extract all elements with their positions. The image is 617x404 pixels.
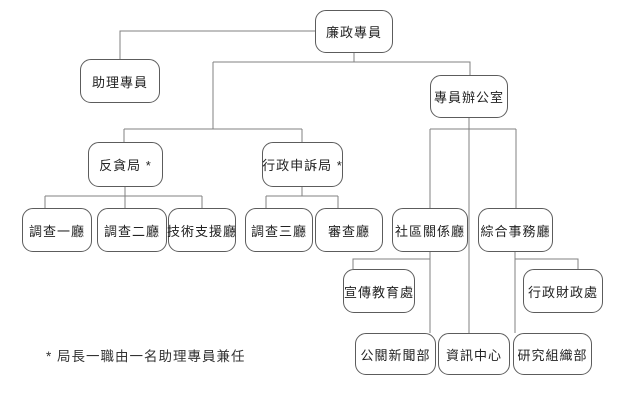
node-commissioner-office: 專員辦公室 [430, 75, 508, 118]
node-investigation-dept-3: 調查三廳 [245, 208, 313, 252]
node-anti-corruption-bureau: 反貪局 * [88, 142, 163, 187]
node-investigation-dept-1: 調查一廳 [22, 208, 92, 252]
node-admin-finance-div: 行政財政處 [523, 269, 603, 313]
node-pr-press-dept: 公關新聞部 [355, 333, 436, 375]
node-publicity-education-div: 宣傳教育處 [343, 269, 415, 313]
node-assistant-commissioner: 助理專員 [80, 59, 160, 103]
node-tech-support-dept: 技術支援廳 [167, 208, 236, 252]
footnote: * 局長一職由一名助理專員兼任 [46, 349, 246, 364]
node-review-dept: 審查廳 [315, 208, 383, 252]
node-commissioner: 廉政專員 [315, 10, 393, 53]
node-general-affairs-dept: 綜合事務廳 [478, 208, 553, 252]
node-research-org-dept: 研究組織部 [513, 333, 592, 375]
node-community-relations-dept: 社區關係廳 [392, 208, 468, 252]
node-information-centre: 資訊中心 [438, 333, 510, 375]
node-admin-complaints-bureau: 行政申訴局 * [262, 142, 343, 187]
node-investigation-dept-2: 調查二廳 [97, 208, 167, 252]
